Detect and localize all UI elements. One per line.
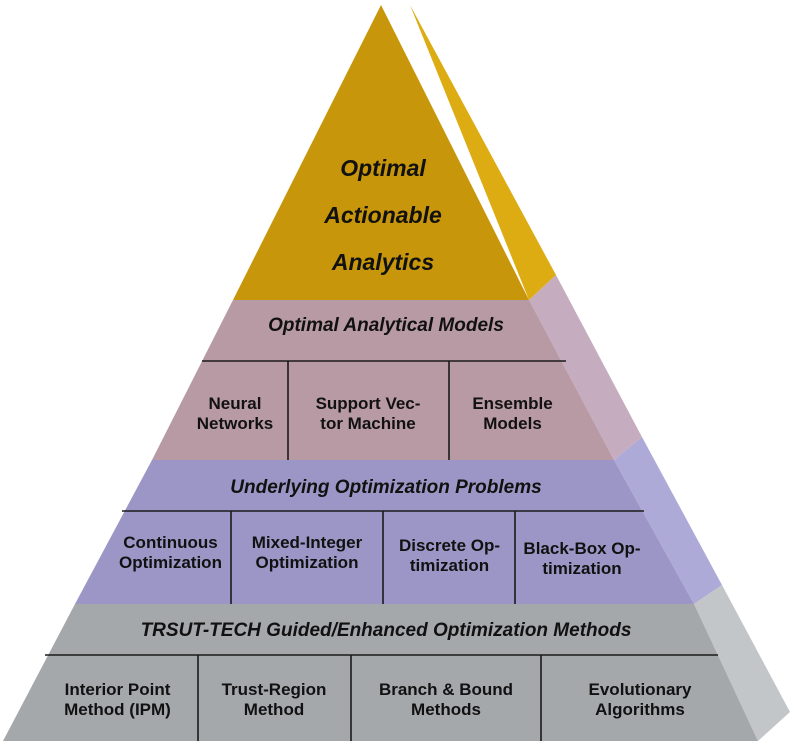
tier-3-cell: Trust-Region Method: [200, 680, 348, 721]
apex-side-face: [410, 5, 556, 300]
tier-1-cell: Support Vec- tor Machine: [293, 394, 443, 435]
tier-1-cell: Ensemble Models: [455, 394, 570, 435]
tier-3-cell: Evolutionary Algorithms: [545, 680, 735, 721]
apex-front-face: [233, 5, 529, 300]
cell-line: Optimization: [119, 553, 222, 573]
tier-2-cell: Black-Box Op- timization: [517, 539, 647, 580]
apex-label: Optimal Actionable Analytics: [283, 145, 483, 286]
tier-1-side-face: [529, 275, 642, 460]
tier-3-dividers: [45, 654, 718, 741]
tier-1-title: Optimal Analytical Models: [268, 315, 504, 336]
tier-1-dividers: [202, 360, 566, 460]
tier-2-cell: Mixed-Integer Optimization: [233, 533, 381, 574]
cell-line: Branch & Bound: [378, 680, 514, 699]
tier-2-cell: Continuous Optimization: [108, 533, 233, 574]
apex-line: Actionable: [324, 202, 442, 228]
cell-line: Networks: [196, 414, 274, 434]
tier-3-front-face: [3, 604, 758, 741]
tier-1-front-face: [152, 300, 614, 460]
tier-2-dividers: [122, 510, 644, 604]
cell-line: Evolutionary: [588, 680, 692, 699]
cell-line: Method: [243, 700, 305, 720]
cell-line: Discrete Op-: [398, 536, 501, 555]
tier-3-cell: Branch & Bound Methods: [353, 680, 539, 721]
tier-1-cell: Neural Networks: [190, 394, 280, 435]
apex-line: Optimal: [340, 155, 426, 181]
cell-line: Neural: [208, 394, 262, 413]
cell-line: Support Vec-: [315, 394, 421, 413]
cell-line: Method (IPM): [64, 700, 171, 720]
tier-2-side-face: [614, 437, 722, 604]
cell-line: Trust-Region: [221, 680, 327, 699]
cell-line: timization: [542, 559, 622, 579]
cell-line: Models: [483, 414, 542, 434]
apex-line: Analytics: [331, 249, 435, 275]
cell-line: Continuous: [123, 533, 218, 552]
cell-line: Ensemble: [472, 394, 553, 413]
cell-line: Algorithms: [595, 700, 685, 720]
tier-2-title: Underlying Optimization Problems: [230, 477, 542, 498]
cell-line: Mixed-Integer: [251, 533, 363, 552]
cell-line: Methods: [411, 700, 481, 720]
cell-line: Black-Box Op-: [523, 539, 641, 558]
tier-2-front-face: [75, 460, 694, 604]
cell-line: tor Machine: [320, 414, 416, 434]
tier-3-title: TRSUT-TECH Guided/Enhanced Optimization …: [140, 620, 632, 641]
cell-line: Interior Point: [64, 680, 171, 699]
tier-3-side-face: [694, 585, 790, 741]
cell-line: timization: [409, 556, 490, 576]
tier-3-cell: Interior Point Method (IPM): [40, 680, 195, 721]
tier-2-cell: Discrete Op- timization: [386, 536, 513, 577]
cell-line: Optimization: [255, 553, 359, 573]
